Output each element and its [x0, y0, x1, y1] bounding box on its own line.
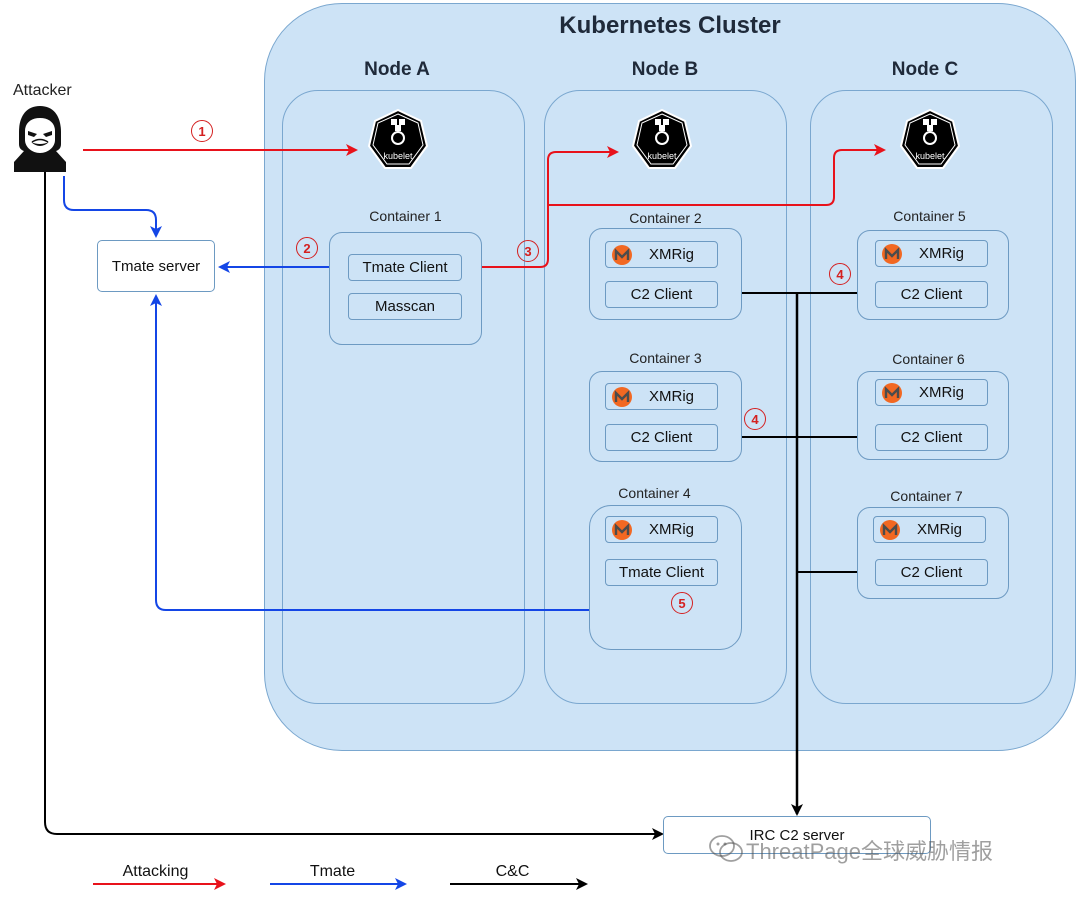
container-1-label: Container 1	[369, 208, 442, 224]
kubelet-icon-node-b: kubelet	[630, 108, 694, 174]
monero-icon	[882, 382, 902, 403]
monero-icon	[612, 519, 632, 540]
step-badge-1: 1	[191, 120, 213, 142]
c2-client-c7: C2 Client	[875, 559, 988, 586]
kubelet-text-a: kubelet	[383, 151, 413, 161]
xmrig-c6: XMRig	[875, 379, 988, 406]
c2-client-c3: C2 Client	[605, 424, 718, 451]
container-4-label: Container 4	[618, 485, 691, 501]
c2-client-c2: C2 Client	[605, 281, 718, 308]
kubelet-icon-node-a: kubelet	[366, 108, 430, 174]
step-badge-3: 3	[517, 240, 539, 262]
container-1	[329, 232, 482, 345]
container-5-label: Container 5	[893, 208, 966, 224]
attack-line-3b	[548, 144, 886, 206]
legend-cc-label: C&C	[495, 863, 530, 880]
cc-line-attacker	[44, 160, 664, 840]
kubelet-text-b: kubelet	[647, 151, 677, 161]
irc-c2-server: IRC C2 server	[663, 816, 931, 854]
xmrig-c2: XMRig	[605, 241, 718, 268]
monero-icon	[880, 519, 900, 540]
tmate-server: Tmate server	[97, 240, 215, 292]
container-3-label: Container 3	[629, 350, 702, 366]
attacker-icon	[12, 104, 68, 172]
node-a	[282, 90, 525, 704]
container-2-label: Container 2	[629, 210, 702, 226]
xmrig-c4: XMRig	[605, 516, 718, 543]
kubelet-icon-node-c: kubelet	[898, 108, 962, 174]
xmrig-c3: XMRig	[605, 383, 718, 410]
monero-icon	[882, 243, 902, 264]
tmate-line-attacker	[63, 176, 162, 238]
node-b-title: Node B	[631, 59, 699, 80]
xmrig-c5: XMRig	[875, 240, 988, 267]
container-7-label: Container 7	[890, 488, 963, 504]
xmrig-c7: XMRig	[873, 516, 986, 543]
c2-client-c6: C2 Client	[875, 424, 988, 451]
container-6-label: Container 6	[892, 351, 965, 367]
step-badge-4b: 4	[744, 408, 766, 430]
node-c-title: Node C	[891, 59, 959, 80]
wechat-icon	[708, 834, 744, 864]
attacker-label: Attacker	[13, 82, 72, 99]
watermark-text: ThreatPage全球威胁情报	[746, 839, 993, 864]
legend-attacking-label: Attacking	[122, 863, 189, 880]
step-badge-5: 5	[671, 592, 693, 614]
kubelet-text-c: kubelet	[915, 151, 945, 161]
monero-icon	[612, 386, 632, 407]
irc-server-label: IRC C2 server	[749, 826, 845, 844]
tmate-server-label: Tmate server	[111, 257, 201, 275]
tmate-client-c1: Tmate Client	[348, 254, 462, 281]
node-a-title: Node A	[364, 59, 430, 80]
tmate-client-c4: Tmate Client	[605, 559, 718, 586]
masscan-c1: Masscan	[348, 293, 462, 320]
attack-line-3a	[482, 146, 619, 268]
c2-client-c5: C2 Client	[875, 281, 988, 308]
legend-tmate-label: Tmate	[309, 863, 356, 880]
cluster-title: Kubernetes Cluster	[559, 12, 781, 39]
step-badge-2: 2	[296, 237, 318, 259]
step-badge-4a: 4	[829, 263, 851, 285]
monero-icon	[612, 244, 632, 265]
